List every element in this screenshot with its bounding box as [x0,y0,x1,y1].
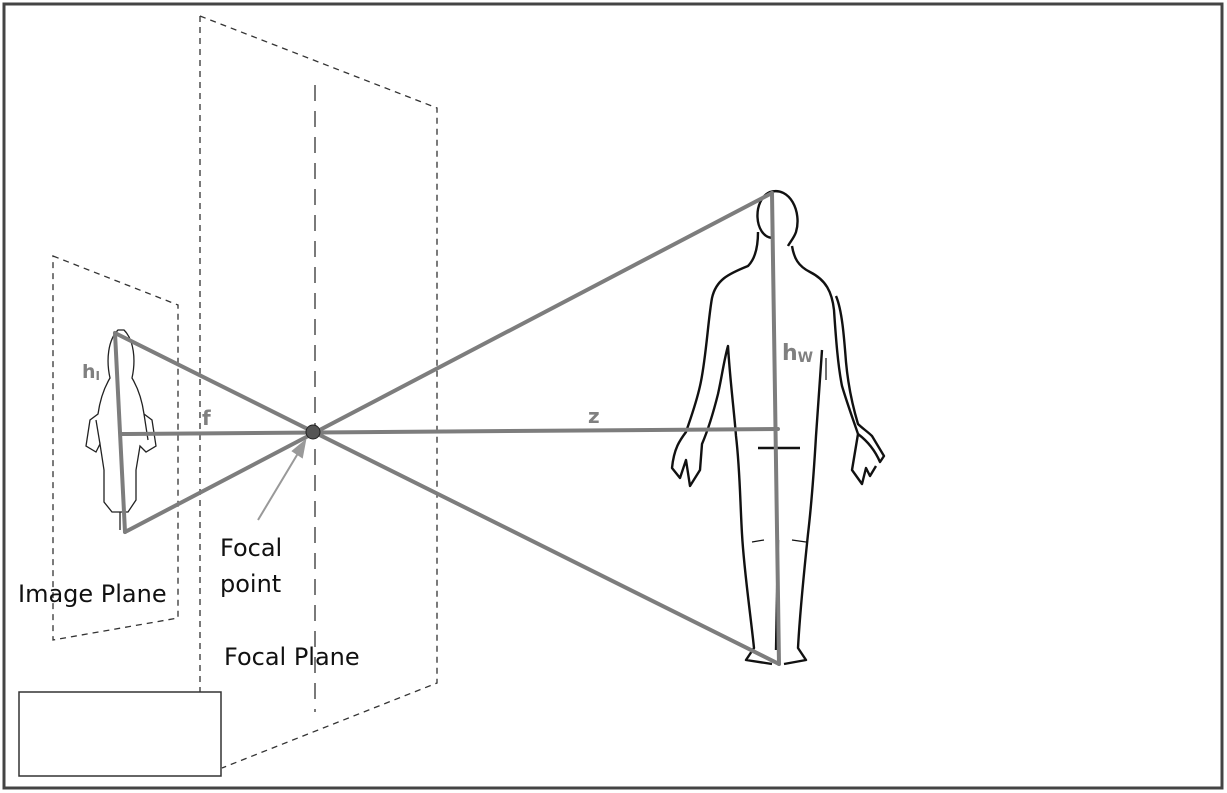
focal-point-arrow [257,438,307,521]
focal-plane [199,15,438,769]
projection-rays [113,191,781,666]
label-h-w-sub: W [798,350,813,366]
label-f: f [202,406,211,430]
person-figure [670,189,886,666]
label-h-w-main: h [782,341,798,366]
focal-point-marker [305,424,321,440]
label-image-plane: Image Plane [18,580,167,608]
label-h-w: hW [782,341,813,366]
label-focal-plane: Focal Plane [224,643,360,671]
label-h-i-main: h [82,361,96,383]
label-focal-point-line2: point [220,570,281,598]
label-h-i: hI [82,361,100,383]
ray-bottom-to-image-top [113,331,781,666]
optical-axis-line [119,427,780,436]
blank-box [18,691,222,777]
ray-top-to-image-bottom [123,191,774,534]
label-focal-point-line1: Focal [220,534,282,562]
label-z: z [588,404,600,428]
label-h-i-sub: I [96,369,100,383]
image-plane [52,255,179,641]
